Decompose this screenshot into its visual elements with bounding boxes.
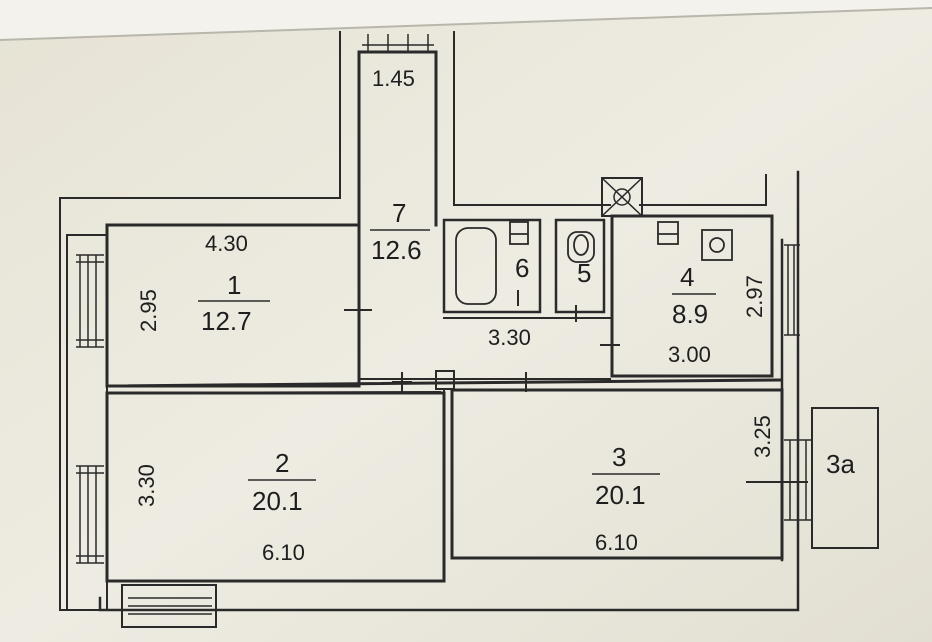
corridor-top-width-label: 1.45	[372, 66, 415, 91]
balcony-3a-label: 3a	[826, 449, 855, 479]
room3-number: 3	[612, 442, 626, 472]
room1-width-label: 4.30	[205, 231, 248, 256]
room2-width-label: 6.10	[262, 540, 305, 565]
room3-height-label: 3.25	[750, 415, 775, 458]
window-marks	[76, 34, 812, 615]
room7-number: 7	[392, 198, 406, 228]
paper-sheet	[0, 8, 932, 642]
room3-area: 20.1	[595, 480, 646, 510]
bathtub-icon	[455, 227, 497, 305]
room1-number: 1	[227, 270, 241, 300]
door-ticks	[344, 290, 808, 483]
room1-height-label: 2.95	[136, 289, 161, 332]
toilet-icon	[567, 231, 595, 263]
paper-top-sheet	[0, 0, 932, 40]
room6-number: 6	[515, 253, 529, 283]
room2-area: 20.1	[252, 486, 303, 516]
stove-icon	[701, 229, 733, 261]
fixtures	[455, 221, 733, 305]
room5-number: 5	[577, 258, 591, 288]
room3-width-label: 6.10	[595, 530, 638, 555]
room2-height-label: 3.30	[134, 464, 159, 507]
room4-height-label: 2.97	[742, 275, 767, 318]
room2-number: 2	[275, 448, 289, 478]
room4-area: 8.9	[672, 299, 708, 329]
room1-area: 12.7	[201, 306, 252, 336]
room7-area: 12.6	[371, 235, 422, 265]
sink-icon	[657, 221, 679, 245]
labels: 4.30 2.95 1 12.7 1.45 7 12.6 6 5 3.30 4 …	[134, 66, 855, 565]
room4-width-label: 3.00	[668, 342, 711, 367]
room4-number: 4	[680, 262, 694, 292]
corridor-width-label: 3.30	[488, 325, 531, 350]
plan-walls	[59, 31, 879, 628]
